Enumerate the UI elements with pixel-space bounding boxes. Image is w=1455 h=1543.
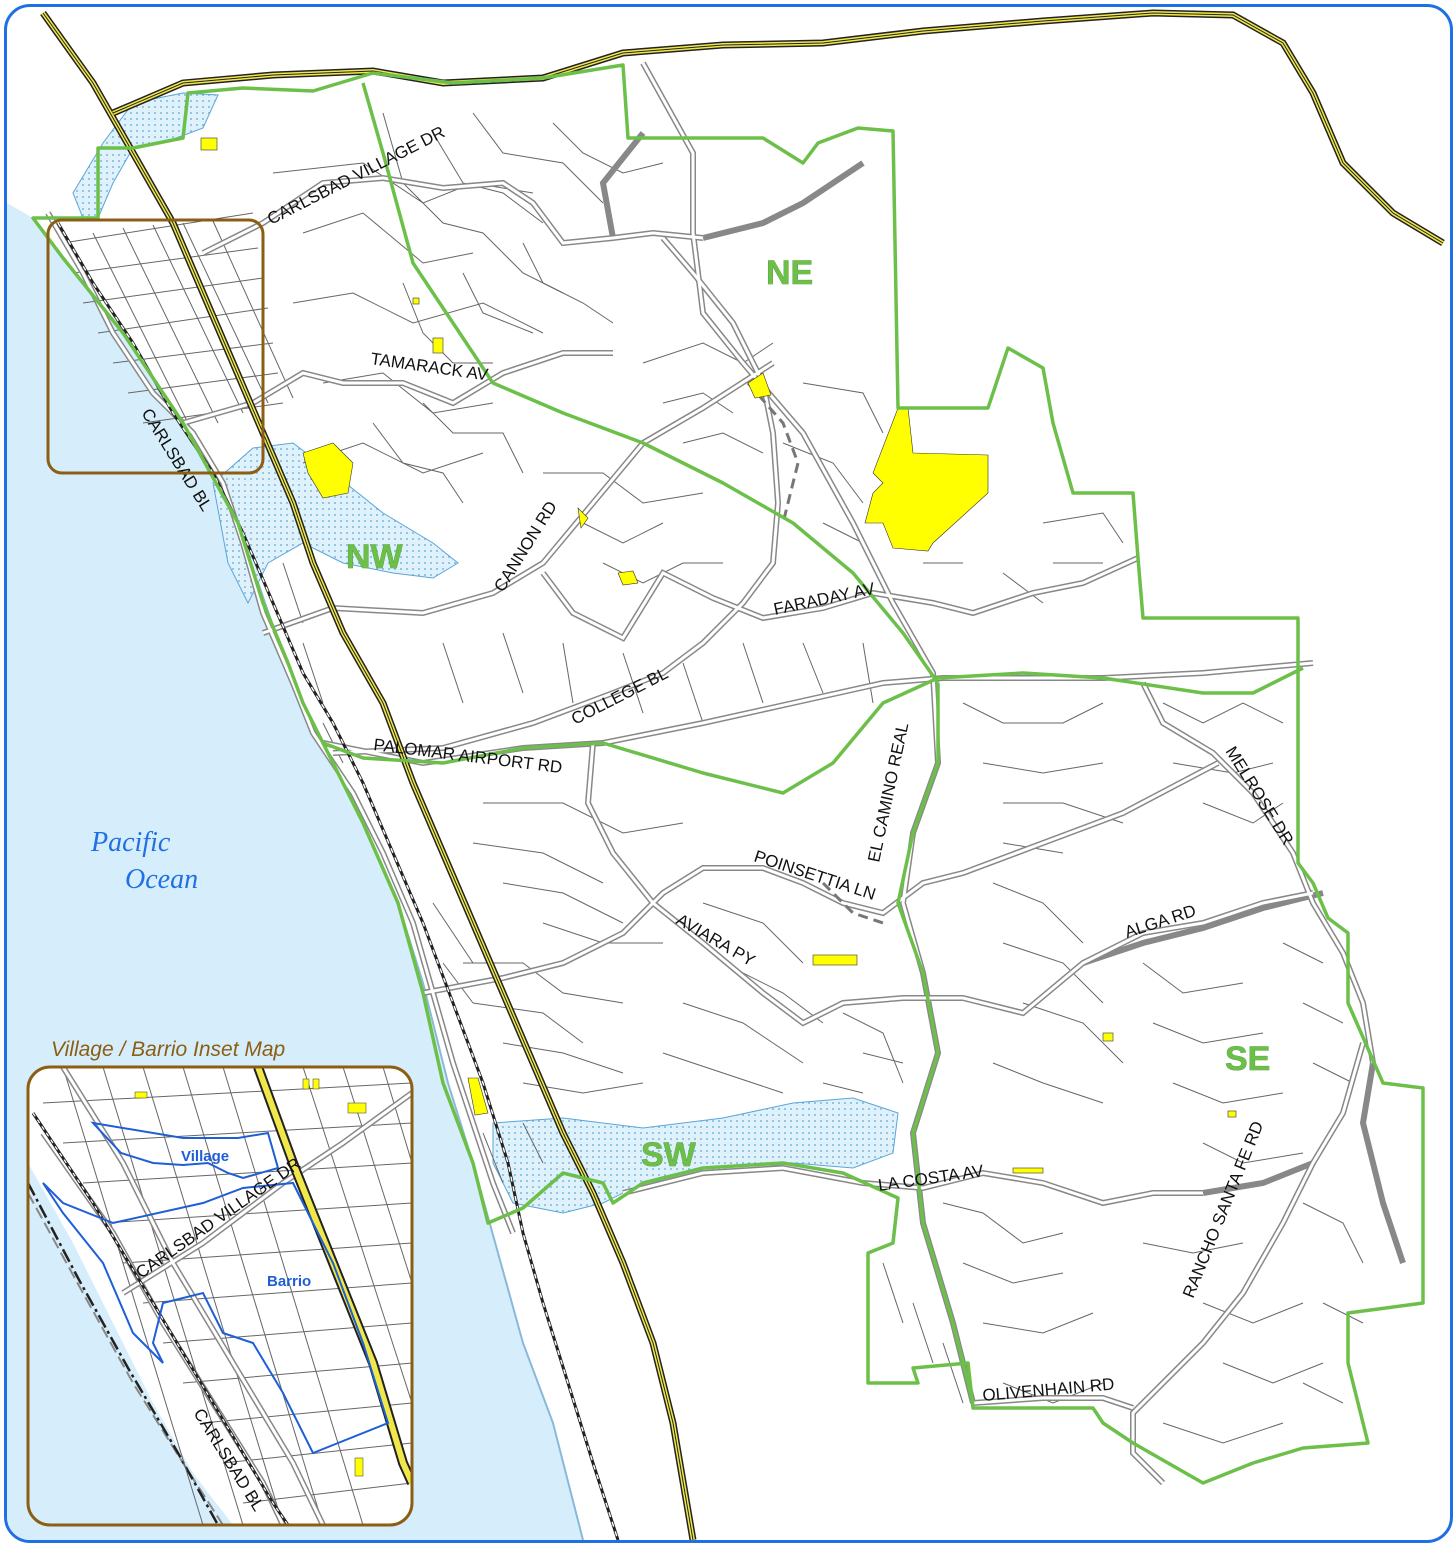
road-rancho-santa-fe-rd [1130, 1042, 1366, 1486]
road-east-la-costa [1202, 1062, 1406, 1264]
inset-label-barrio: Barrio [267, 1273, 311, 1290]
quadrant-label-se: SE [1225, 1040, 1270, 1078]
boundary-north-south [322, 666, 1304, 795]
label-aviara-py: AVIARA PY [673, 910, 758, 970]
label-college-bl: COLLEGE BL [568, 664, 671, 729]
boundary-nw-ne [361, 82, 940, 685]
inset-title: Village / Barrio Inset Map [51, 1038, 285, 1061]
label-carlsbad-village-dr: CARLSBAD VILLAGE DR [264, 122, 448, 228]
ocean-label-line2: Ocean [125, 864, 198, 895]
road-college-bl [332, 236, 782, 756]
inset-border [26, 1065, 414, 1527]
city-boundary [31, 63, 1425, 1485]
quadrant-label-ne: NE [766, 254, 813, 292]
boundary-east-west [896, 683, 975, 1404]
freeways [40, 9, 1445, 1540]
label-la-costa-av: LA COSTA AV [877, 1161, 985, 1195]
road-melrose-dr [1140, 681, 1376, 1064]
carlsbad-quadrant-map[interactable]: CARLSBAD VILLAGE DR TAMARACK AV CARLSBAD… [7, 7, 1450, 1540]
label-el-camino-real: EL CAMINO REAL [864, 721, 912, 864]
local-streets [62, 112, 1364, 1444]
inset-label-village: Village [181, 1148, 229, 1165]
road-north-coast [599, 131, 865, 241]
ocean-label: Pacific Ocean [90, 827, 198, 895]
label-poinsettia-ln: POINSETTIA LN [752, 847, 878, 904]
quadrant-boundaries [31, 63, 1425, 1485]
parcel-large-ne [864, 407, 989, 552]
barrio-boundary [42, 1181, 390, 1455]
label-faraday-av: FARADAY AV [772, 579, 877, 619]
railroad [56, 222, 620, 1540]
label-melrose-dr: MELROSE DR [1222, 743, 1298, 848]
quadrant-label-nw: NW [346, 538, 404, 576]
road-aviara-py [584, 742, 1314, 1027]
future-road [746, 382, 884, 925]
road-alga-rd [1082, 890, 1324, 966]
inset-ocean [28, 1163, 233, 1525]
ocean-label-line1: Pacific [90, 827, 171, 858]
quadrant-label-sw: SW [641, 1136, 697, 1174]
inset-map[interactable]: Village / Barrio Inset Map [26, 1038, 414, 1527]
map-frame: CARLSBAD VILLAGE DR TAMARACK AV CARLSBAD… [4, 4, 1453, 1543]
state-route-78 [111, 9, 1445, 247]
village-boundary [90, 1121, 280, 1180]
quadrant-labels: NE NW SW SE [346, 254, 1271, 1175]
inset-locator-box[interactable] [46, 218, 265, 475]
lagoons [72, 92, 899, 1214]
parcels [200, 137, 1237, 1174]
